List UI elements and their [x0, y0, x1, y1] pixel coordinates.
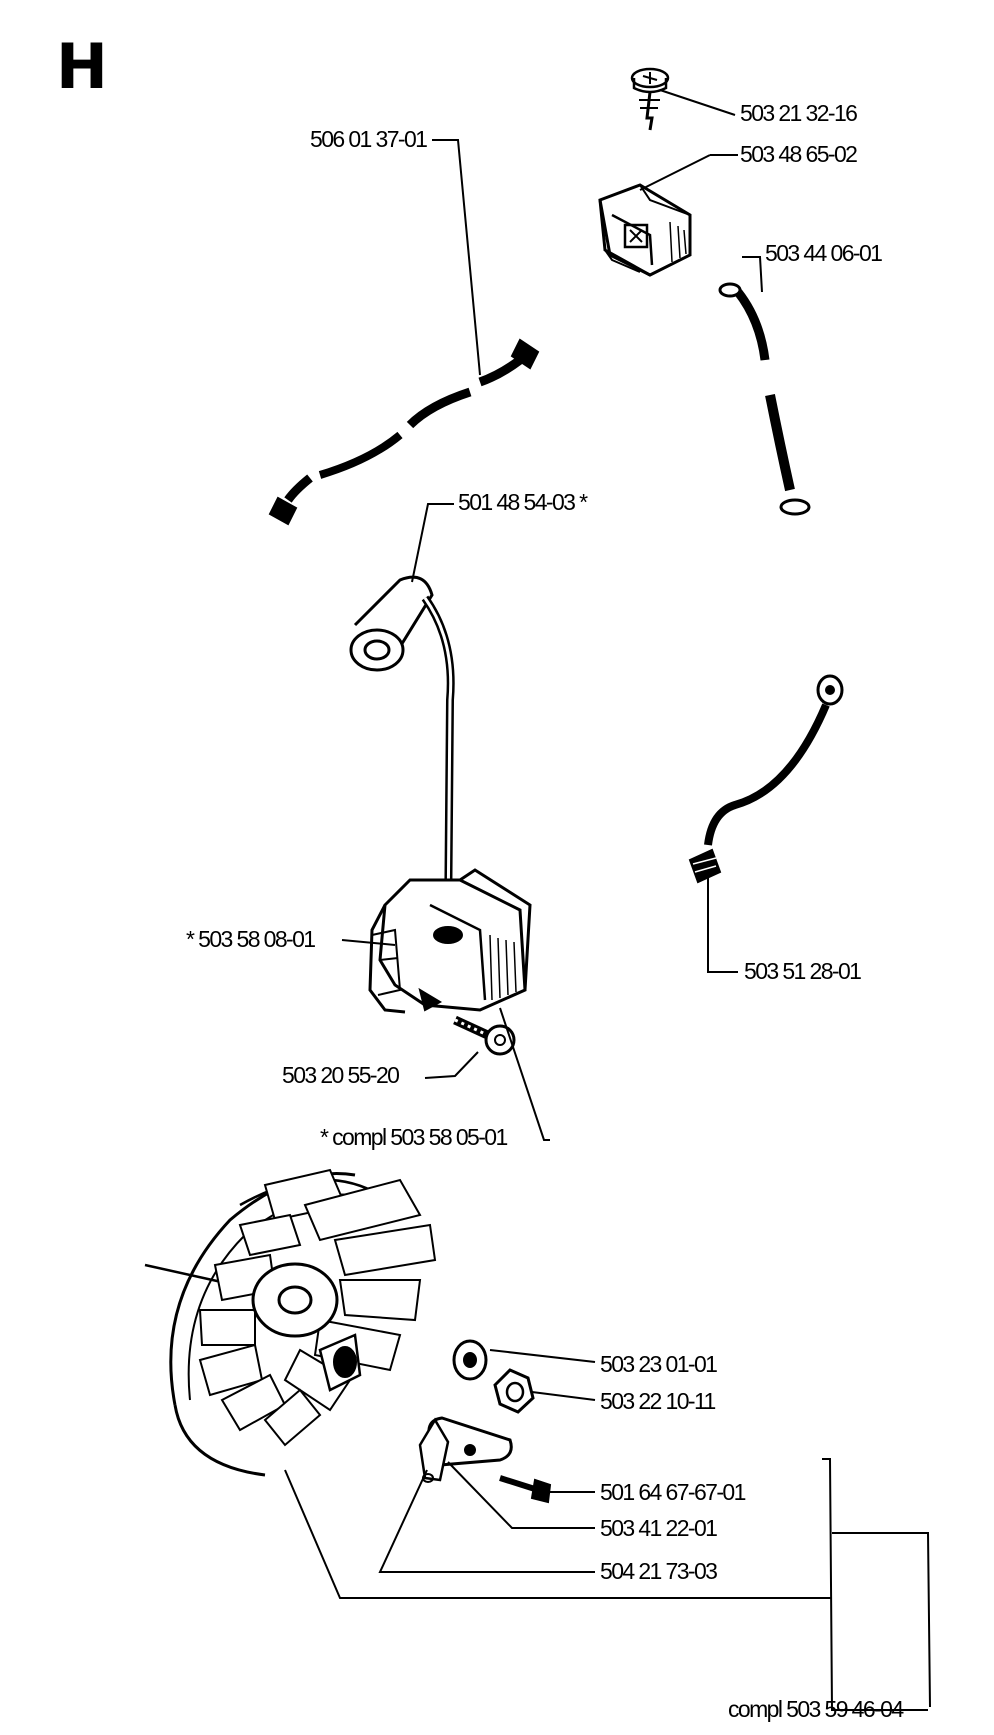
small-screw-drawing — [499, 1475, 552, 1504]
ignition-coil-drawing — [368, 868, 532, 1014]
screw-top-drawing — [630, 67, 670, 131]
module-drawing — [598, 183, 692, 277]
label-wire-left: 506 01 37-01 — [310, 126, 428, 152]
label-screw-top: 503 21 32-16 — [740, 100, 858, 126]
label-flywheel-compl: compl 503 59 46-04 — [728, 1696, 904, 1722]
nut-drawing — [493, 1368, 535, 1414]
label-coil-screw: 503 20 55-20 — [282, 1062, 400, 1088]
wire-right-top-drawing — [718, 282, 811, 516]
spark-plug-cap-drawing — [349, 575, 455, 931]
label-small-screw: 501 64 67-67-01 — [600, 1479, 746, 1505]
label-module: 503 48 65-02 — [740, 141, 858, 167]
label-wire-right-top: 503 44 06-01 — [765, 240, 883, 266]
leader-lines — [284, 89, 931, 1711]
label-pawl-plate: 503 41 22-01 — [600, 1515, 718, 1541]
label-pawl: 504 21 73-03 — [600, 1558, 718, 1584]
wire-left-drawing — [268, 338, 540, 526]
label-coil-compl: * compl 503 58 05-01 — [320, 1124, 508, 1150]
washer-drawing — [452, 1339, 488, 1381]
label-ground-wire: 503 51 28-01 — [744, 958, 862, 984]
label-coil-part: * 503 58 08-01 — [186, 926, 316, 952]
section-letter: H — [56, 30, 108, 103]
pawl-plate-drawing — [418, 1416, 513, 1483]
label-spark-plug-cap: 501 48 54-03 * — [458, 489, 588, 515]
label-washer: 503 23 01-01 — [600, 1351, 718, 1377]
flywheel-drawing — [144, 1168, 437, 1477]
ground-wire-drawing — [688, 674, 844, 884]
label-nut: 503 22 10-11 — [600, 1388, 716, 1414]
coil-screw-drawing — [453, 1015, 516, 1056]
